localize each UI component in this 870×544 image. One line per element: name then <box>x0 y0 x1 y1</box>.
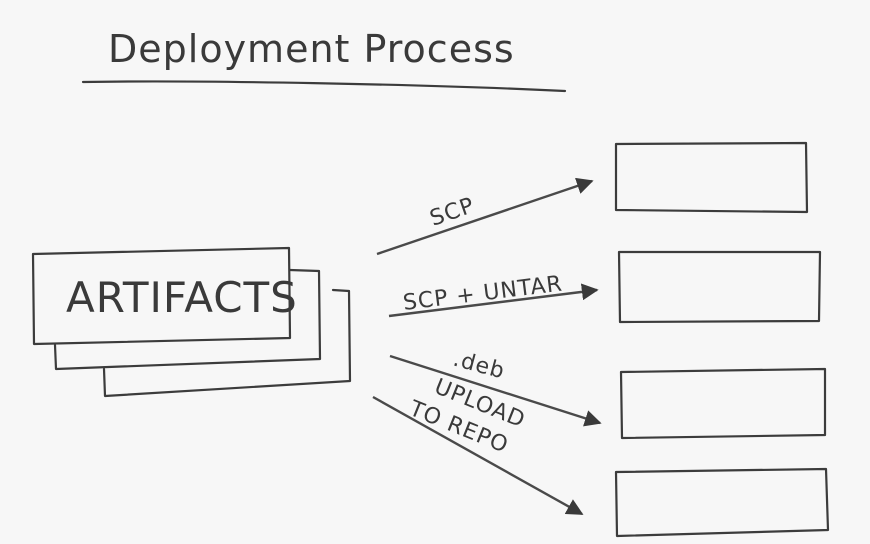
artifacts-stack: ARTIFACTS <box>31 246 352 398</box>
diagram-title: Deployment Process <box>108 27 515 71</box>
target-box-1 <box>614 141 809 214</box>
edge-label-scp-untar: SCP + UNTAR <box>402 272 564 316</box>
arrow-scp <box>376 177 594 256</box>
title-underline <box>81 80 567 93</box>
artifacts-middle-box <box>53 268 322 371</box>
target-box-2 <box>617 250 822 324</box>
target-box-4 <box>614 467 830 538</box>
artifacts-label: ARTIFACTS <box>66 273 298 322</box>
target-box-3 <box>619 367 827 440</box>
edge-label-scp: SCP <box>427 193 478 231</box>
arrow-deb <box>389 354 602 427</box>
artifacts-back-box <box>102 288 352 398</box>
artifacts-front-box <box>31 246 292 346</box>
arrow-scp-untar <box>388 283 599 318</box>
arrow-upload <box>372 395 584 516</box>
